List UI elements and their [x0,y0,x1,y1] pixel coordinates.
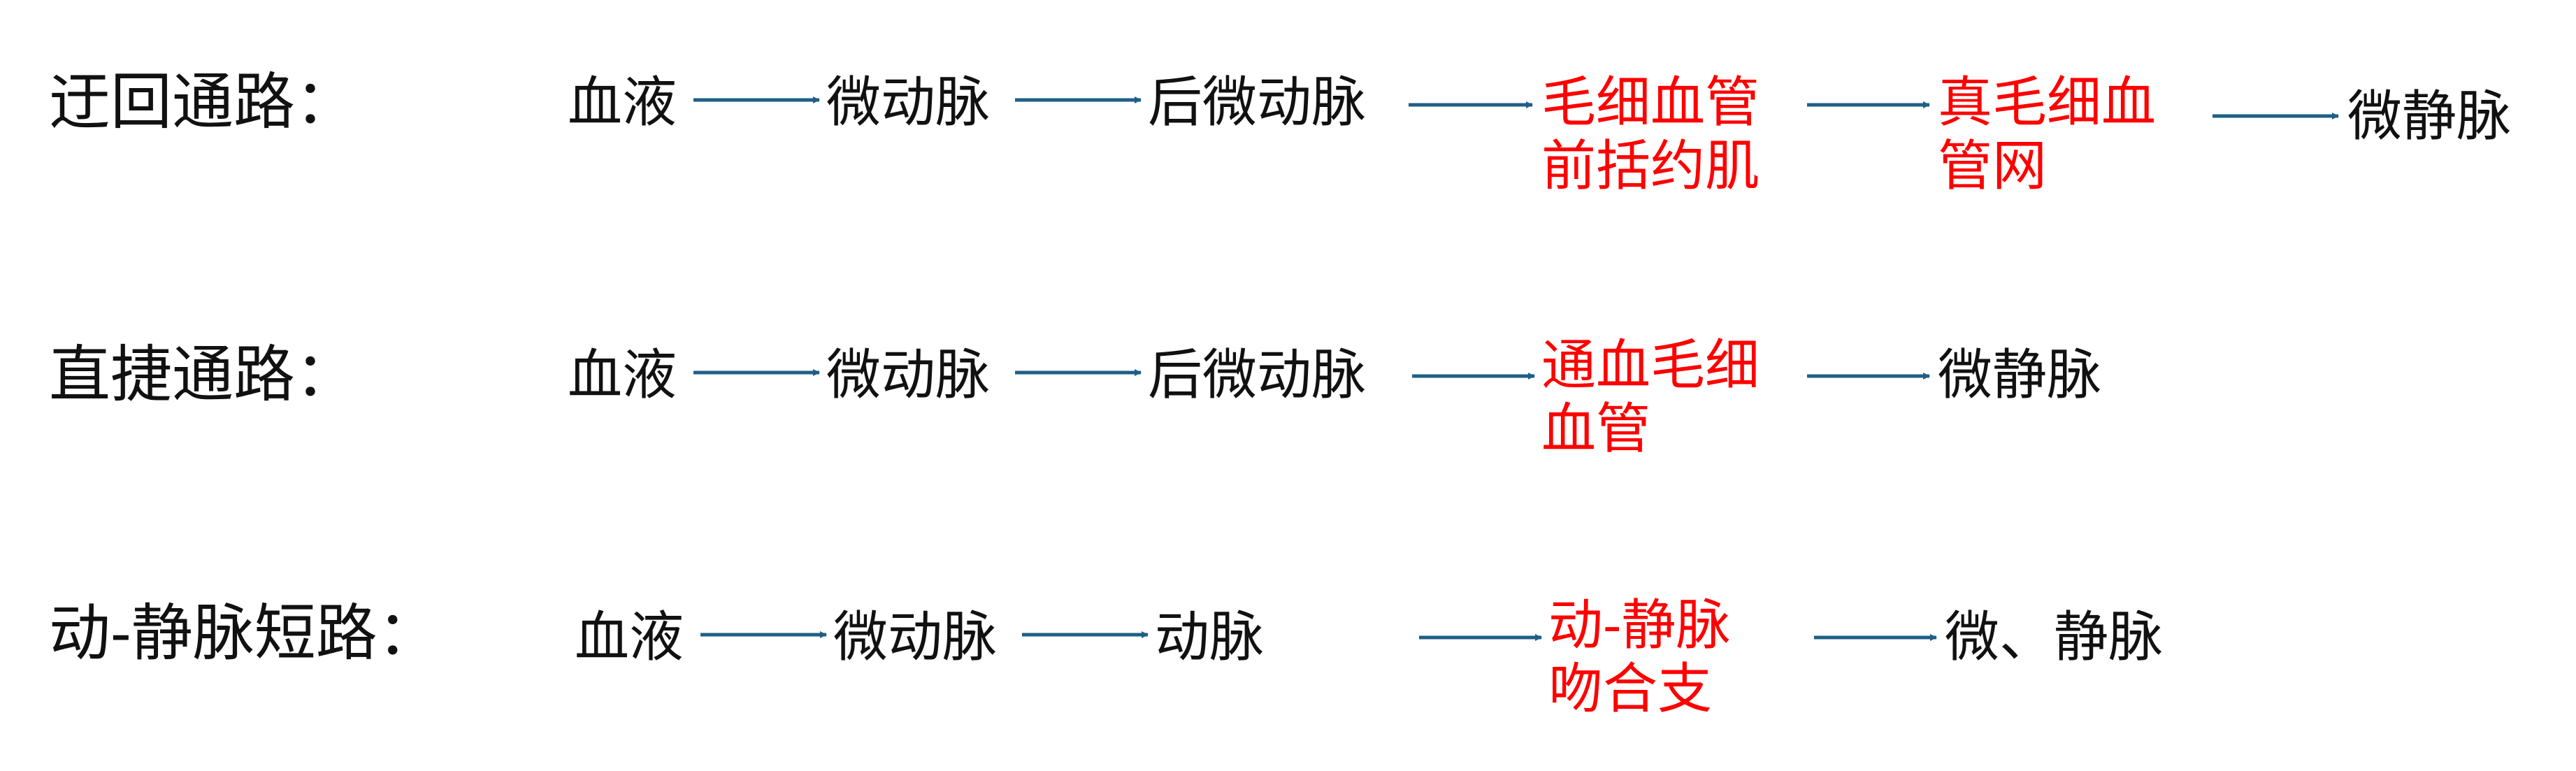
node-text: 微、静脉 [1945,606,2164,669]
node-venule: 微静脉 [2347,85,2511,149]
node-text: 管网 [1938,135,2048,199]
node-text: 微动脉 [826,71,991,134]
node-blood: 血液 [568,344,677,408]
node-venule: 微静脉 [1938,344,2101,408]
node-text: 动脉 [1155,606,1265,669]
node-text: 后微动脉 [1148,71,1367,134]
node-text: 微静脉 [2347,85,2512,148]
node-thoroughfare-channel: 通血毛细 血管 [1541,334,1760,462]
node-text: 动-静脉 [1548,594,1731,657]
node-text: 通血毛细 [1541,334,1760,397]
node-text: 前括约肌 [1541,135,1760,199]
node-text: 血液 [568,71,677,134]
node-arteriole: 微动脉 [833,606,997,670]
row-label-circuitous-pathway: 迂回通路： [49,66,357,138]
node-text: 后微动脉 [1148,344,1367,407]
node-metarteriole: 后微动脉 [1148,344,1366,408]
node-text: 毛细血管 [1541,71,1760,134]
row-label-arteriovenous-shunt: 动-静脉短路： [49,597,439,669]
node-text: 血液 [575,606,684,669]
node-arteriole: 微动脉 [826,71,990,135]
node-text: 吻合支 [1548,658,1713,721]
node-metarteriole: 后微动脉 [1148,71,1366,135]
node-blood: 血液 [575,606,684,670]
node-artery: 动脉 [1155,606,1264,670]
node-true-capillary-network: 真毛细血 管网 [1938,71,2156,199]
node-arteriole: 微动脉 [826,344,990,408]
node-blood: 血液 [568,71,677,135]
node-arteriovenous-anastomosis: 动-静脉 吻合支 [1548,594,1730,722]
node-precapillary-sphincter: 毛细血管 前括约肌 [1541,71,1760,199]
node-text: 血管 [1541,398,1651,461]
node-text: 微动脉 [826,344,991,407]
node-text: 微静脉 [1938,344,2102,407]
row-label-direct-pathway: 直捷通路： [49,338,357,410]
node-text: 微动脉 [833,606,998,669]
node-text: 血液 [568,344,677,407]
node-venule: 微、静脉 [1945,606,2163,670]
node-text: 真毛细血 [1938,71,2157,134]
